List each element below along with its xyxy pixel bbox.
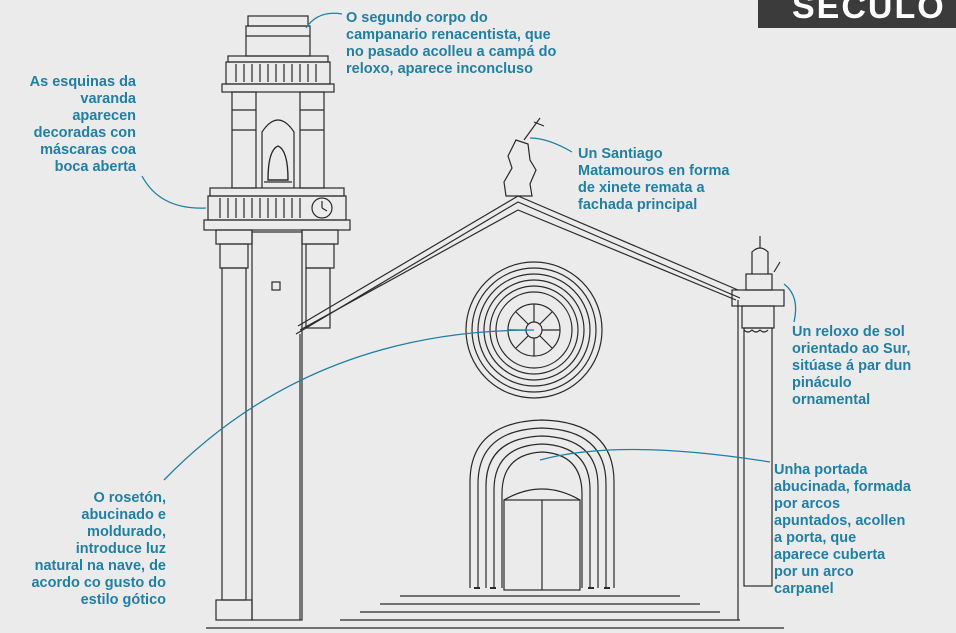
pinnacle bbox=[731, 236, 785, 587]
facade bbox=[206, 117, 784, 629]
portal bbox=[469, 419, 615, 591]
bell-tower bbox=[203, 15, 351, 621]
lower-balustrade bbox=[219, 198, 301, 218]
steps bbox=[206, 595, 784, 629]
clock-icon bbox=[311, 197, 333, 219]
banner-title: SÉCULO bbox=[792, 0, 946, 26]
annotation-sundial: Un reloxo de sol orientado ao Sur, sitúa… bbox=[792, 324, 912, 408]
top-balustrade bbox=[235, 64, 317, 82]
annotation-portal: Unha portada abucinada, formada por arco… bbox=[774, 462, 911, 597]
sundial-icon bbox=[751, 247, 769, 274]
section-banner: SÉCULO bbox=[758, 0, 956, 28]
annotation-balcony: As esquinas da varanda aparecen decorada… bbox=[29, 74, 136, 175]
callout-lines bbox=[141, 12, 797, 481]
annotation-bell-tower: O segundo corpo do campanario renacentis… bbox=[346, 10, 557, 77]
annotation-santiago: Un Santiago Matamouros en forma de xinet… bbox=[578, 146, 730, 213]
annotation-rose-window: O rosetón, abucinado e moldurado, introd… bbox=[31, 490, 166, 608]
santiago-statue bbox=[503, 139, 537, 197]
bell-icon bbox=[267, 145, 289, 181]
